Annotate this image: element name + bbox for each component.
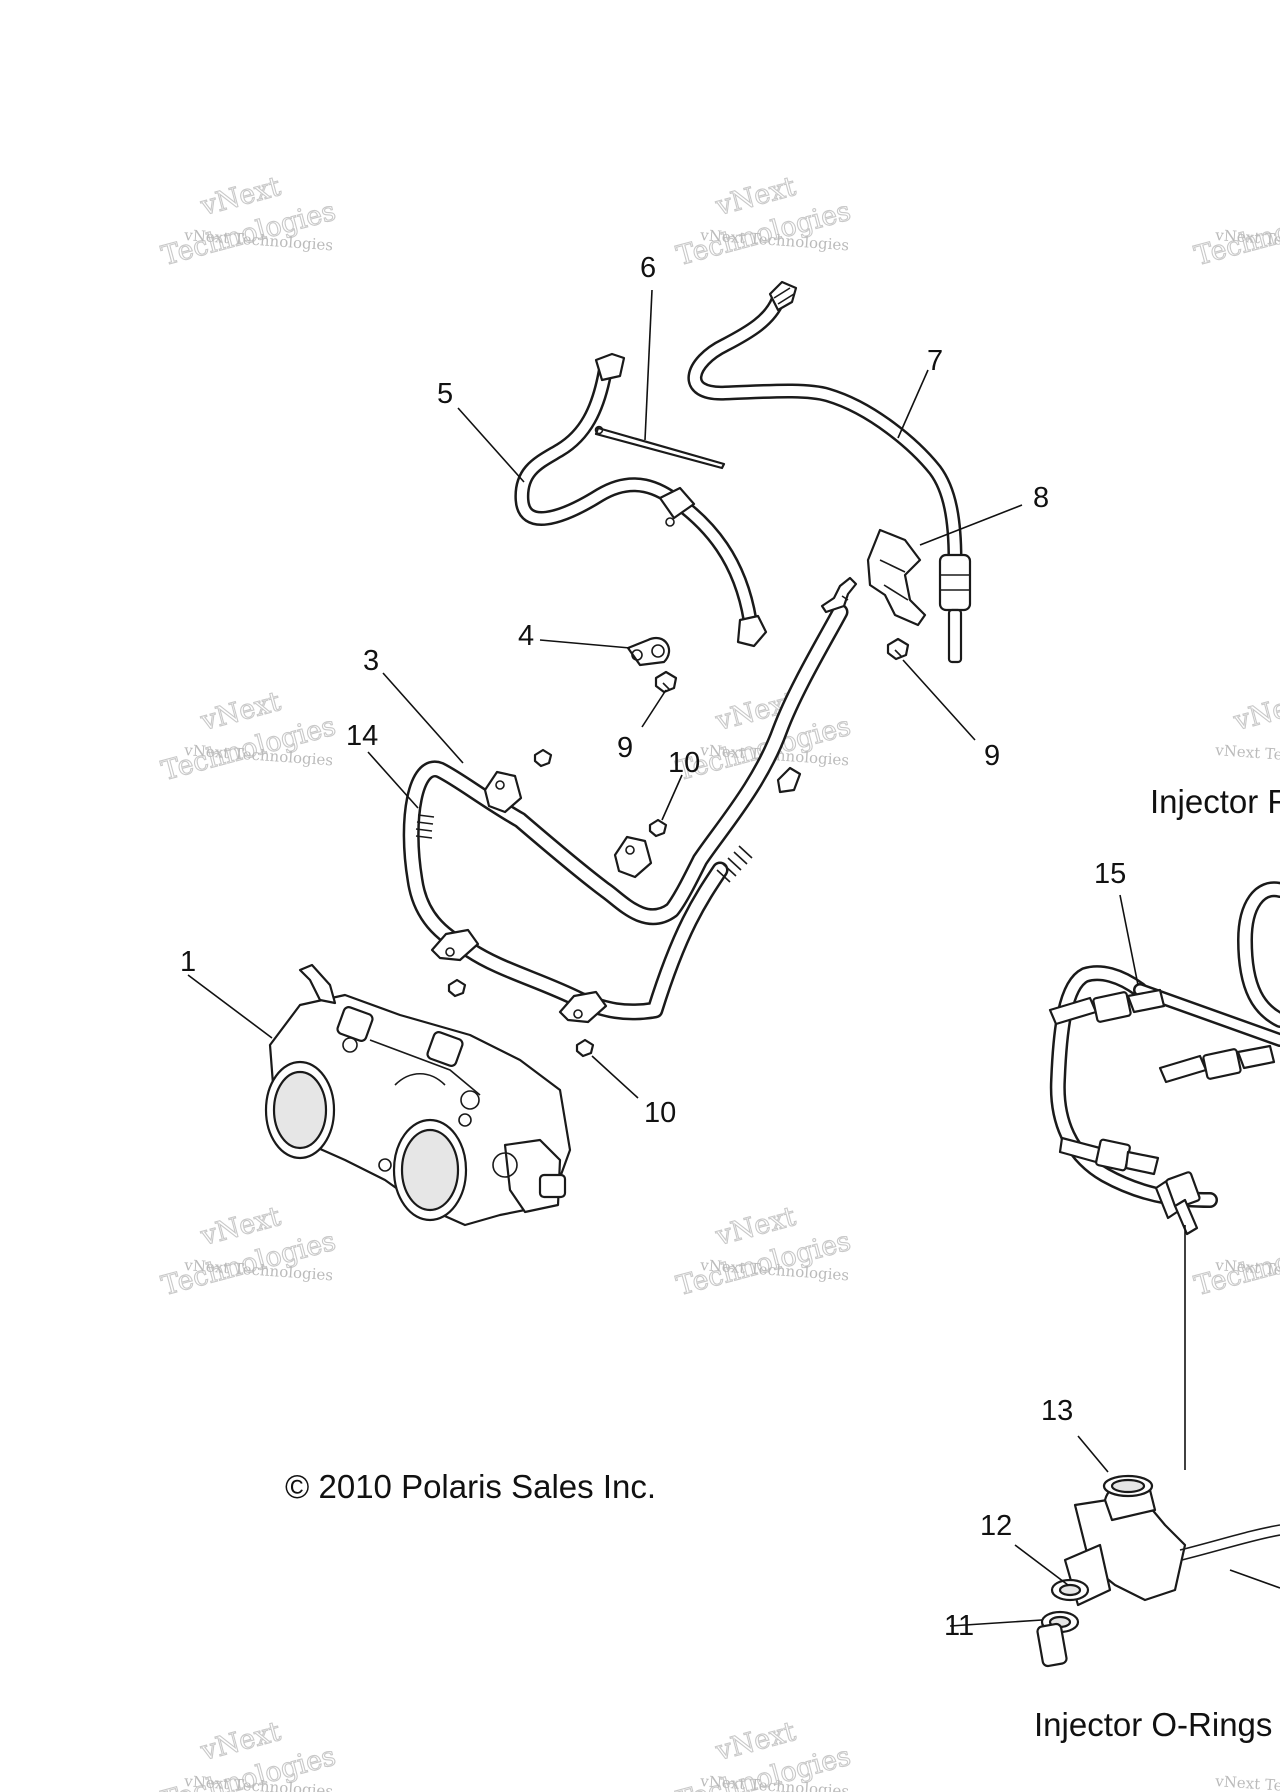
callout-5: 5 xyxy=(437,378,453,410)
part-15-injector-rail xyxy=(1048,881,1280,1236)
watermark-6-label: vNext Technologies xyxy=(1214,741,1280,769)
callout-1: 1 xyxy=(180,946,196,978)
copyright-text: © 2010 Polaris Sales Inc. xyxy=(285,1468,656,1505)
part-9-bolt-left xyxy=(654,670,678,694)
part-10-bolts xyxy=(447,748,668,1058)
part-3-fuel-rail-hose xyxy=(402,576,858,1024)
callout-9-right: 9 xyxy=(984,740,1000,772)
injector-1 xyxy=(1048,988,1166,1026)
injector-detail xyxy=(1036,1474,1280,1668)
injector-2 xyxy=(1158,1044,1276,1084)
callout-3: 3 xyxy=(363,645,379,677)
part-6-cable-tie xyxy=(594,425,726,470)
watermark-6: vNext xyxy=(1229,686,1280,738)
callout-11: 11 xyxy=(944,1610,974,1642)
watermark-7: vNext Technologies xyxy=(158,1201,340,1303)
part-5-fuel-hose xyxy=(514,352,768,648)
callout-10-bottom: 10 xyxy=(644,1097,676,1129)
injector-orings-caption: Injector O-Rings xyxy=(1034,1706,1272,1743)
callout-9-left: 9 xyxy=(617,732,633,764)
callout-6: 6 xyxy=(640,252,656,284)
injector-rail-caption: Injector R xyxy=(1150,783,1280,820)
callout-4: 4 xyxy=(518,620,534,652)
part-8-bracket xyxy=(866,528,927,627)
leader-lines xyxy=(187,289,1280,1627)
part-9-bolt-right xyxy=(886,637,910,661)
callout-13: 13 xyxy=(1041,1395,1073,1427)
callout-8: 8 xyxy=(1033,482,1049,514)
callout-10-top: 10 xyxy=(668,747,700,779)
callout-12: 12 xyxy=(980,1510,1012,1542)
watermark-1: vNext Technologies xyxy=(158,171,340,273)
watermark-2: vNext Technologies xyxy=(673,171,855,273)
watermark-12-label: vNext Technologies xyxy=(1214,1772,1280,1792)
callout-labels: 1 3 4 5 6 7 8 9 9 10 10 11 12 13 14 15 xyxy=(180,252,1126,1642)
part-4-clamp xyxy=(626,637,671,667)
part-1-throttle-body xyxy=(264,963,572,1227)
part-7-fuel-hose xyxy=(687,280,972,664)
callout-15: 15 xyxy=(1094,858,1126,890)
injector-4 xyxy=(1154,1171,1201,1236)
svg-text:vNext: vNext xyxy=(1230,686,1280,737)
callout-7: 7 xyxy=(927,345,943,377)
callout-14: 14 xyxy=(346,720,378,752)
watermark-4: vNext Technologies xyxy=(158,686,340,788)
injector-3 xyxy=(1058,1136,1160,1176)
watermark-8: vNext Technologies xyxy=(673,1201,855,1303)
